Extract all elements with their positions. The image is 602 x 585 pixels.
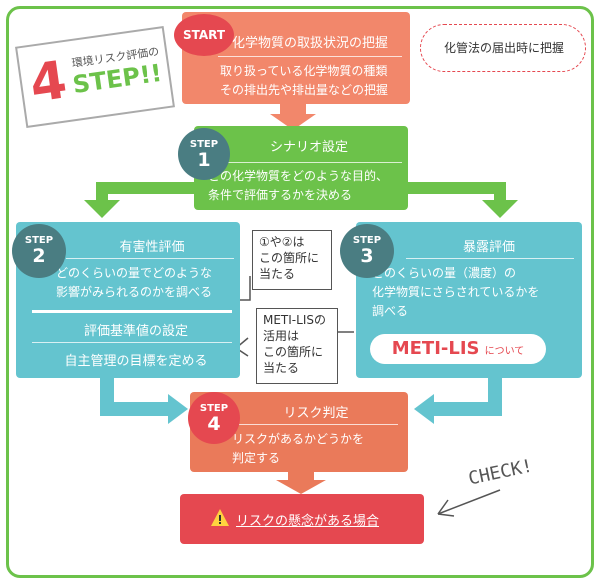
check-arrow <box>437 489 501 515</box>
step4-line2: 判定する <box>232 451 281 465</box>
note-step-1-2: ①や②は この箇所に 当たる <box>252 230 332 290</box>
step2-line2: 影響がみられるのかを調べる <box>56 285 213 299</box>
step4-line1: リスクがあるかどうかを <box>232 432 365 446</box>
start-title: 化学物質の取扱状況の把握 <box>231 36 388 51</box>
arrow-to-step3 <box>482 200 518 218</box>
step4-box: リスク判定 リスクがあるかどうかを 判定する <box>190 392 408 472</box>
step1-box: シナリオ設定 どの化学物質をどのような目的、 条件で評価するかを決める <box>194 126 408 210</box>
meti-lis-button-main: METI-LIS <box>391 338 480 359</box>
note-meti-lis: METI-LISの 活用は この箇所に 当たる <box>256 308 338 384</box>
step4-badge: STEP 4 <box>188 392 240 444</box>
step2-badge: STEP 2 <box>12 224 66 278</box>
note1-pointer <box>240 276 251 301</box>
step3-badge: STEP 3 <box>340 224 394 278</box>
heading-number: 4 <box>26 50 71 115</box>
risk-concern-text: リスクの懸念がある場合 <box>236 514 380 529</box>
step2-sub-text: 自主管理の目標を定める <box>64 354 208 369</box>
step3-line2: 化学物質にさらされているかを <box>372 285 540 299</box>
start-line2: その排出先や排出量などの把握 <box>220 83 389 97</box>
start-badge: START <box>174 14 234 56</box>
start-line1: 取り扱っている化学物質の種類 <box>220 64 388 78</box>
arrow-to-step2 <box>84 200 120 218</box>
step1-badge: STEP 1 <box>178 128 230 180</box>
warning-icon <box>210 508 230 528</box>
step3-line1: どのくらいの量（濃度）の <box>372 266 517 280</box>
step3-line3: 調べる <box>372 304 409 318</box>
cloud-note-text: 化管法の届出時に把握 <box>443 41 564 55</box>
meti-lis-button-sub: について <box>484 346 525 357</box>
step1-title: シナリオ設定 <box>269 140 348 155</box>
step2-title: 有害性評価 <box>119 240 185 255</box>
step1-line1: どの化学物質をどのような目的、 <box>208 169 389 183</box>
step4-title: リスク判定 <box>283 406 349 421</box>
step3-title: 暴露評価 <box>462 240 515 255</box>
meti-lis-button[interactable]: METI-LIS について <box>370 334 546 364</box>
step1-line2: 条件で評価するかを決める <box>208 188 353 202</box>
risk-concern-box[interactable]: リスクの懸念がある場合 <box>180 494 424 544</box>
step2-sub-title: 評価基準値の設定 <box>83 324 188 339</box>
step2-line1: どのくらいの量でどのような <box>56 266 213 280</box>
cloud-note: 化管法の届出時に把握 <box>420 24 586 72</box>
